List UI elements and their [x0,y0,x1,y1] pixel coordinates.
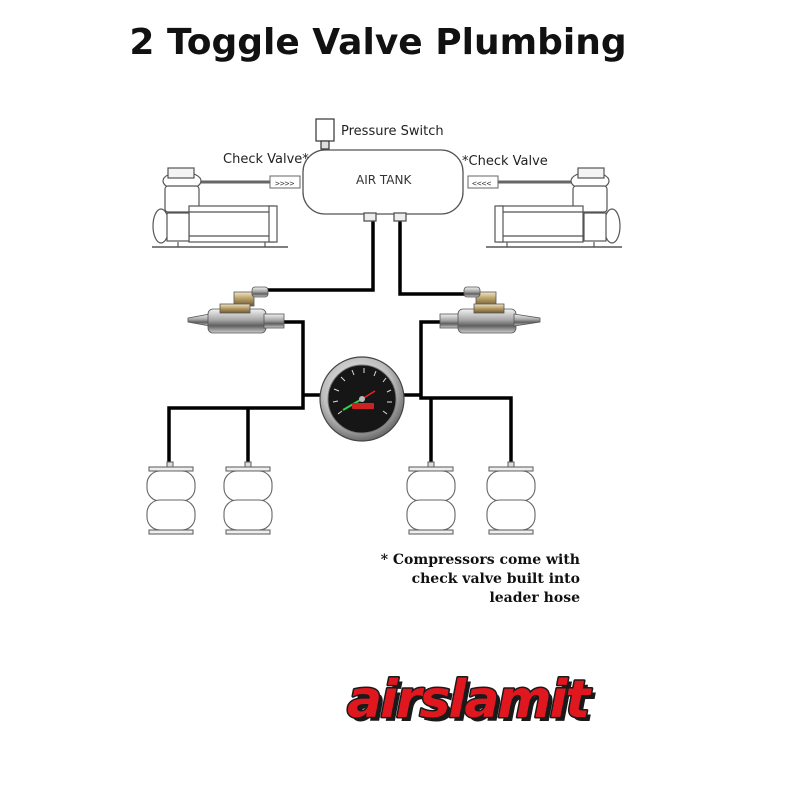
check-valve-right-arrows: <<<< [472,179,491,188]
note-line-2: check valve built into [411,571,580,587]
compressor-note: * Compressors come with check valve buil… [330,551,580,608]
hose-tank-to-left-valve [266,219,375,292]
pressure-switch-label: Pressure Switch [341,124,444,139]
toggle-valve-right-icon [439,286,541,334]
diagram-title: 2 Toggle Valve Plumbing [129,22,627,63]
air-tank-icon [302,149,464,222]
logo-text: airslamit [347,670,592,730]
note-line-1: * Compressors come with [380,552,580,568]
air-hoses [167,219,513,464]
note-line-3: leader hose [489,590,580,606]
pressure-switch-icon [315,118,335,150]
check-valve-left-label: Check Valve* [223,152,309,167]
air-bag-2-icon [223,461,273,535]
air-tank-label: AIR TANK [356,173,412,187]
hose-tank-to-right-valve [398,219,470,296]
check-valve-left-icon: >>>> [196,175,301,189]
check-valve-left-arrows: >>>> [275,179,294,188]
air-bag-4-icon [486,461,536,535]
hose-right-valve-to-bags [419,320,513,464]
compressor-left-icon [152,167,288,248]
check-valve-right-label: *Check Valve [462,154,548,169]
hose-left-valve-to-bags [167,320,305,464]
air-bag-3-icon [406,461,456,535]
logo-shadow-text: airslamit [351,674,596,734]
airslamit-logo: airslamit airslamit [346,669,599,735]
toggle-valve-left-icon [187,286,285,334]
compressor-right-icon [486,167,622,248]
air-bag-1-icon [146,461,196,535]
pressure-gauge-icon [319,356,405,442]
check-valve-right-icon: <<<< [467,175,578,189]
